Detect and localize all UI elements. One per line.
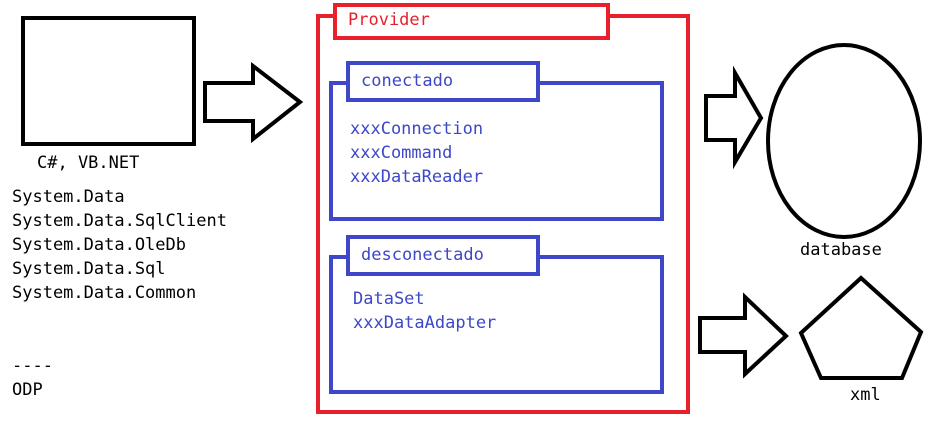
provider-title-tab (333, 3, 610, 40)
namespace-list: System.Data System.Data.SqlClient System… (12, 185, 227, 305)
disconnected-title: desconectado (361, 245, 484, 265)
provider-title: Provider (348, 10, 430, 30)
client-app-box (21, 16, 196, 146)
connected-item: xxxConnection (350, 119, 484, 139)
connected-item-list: xxxConnection xxxCommand xxxDataReader (350, 117, 483, 189)
disconnected-item-list: DataSet xxxDataAdapter (353, 287, 496, 335)
arrow-to-xml (698, 292, 789, 379)
connected-section-box (329, 81, 664, 221)
disconnected-title-tab (346, 235, 540, 276)
namespace-item: System.Data (12, 187, 125, 207)
disconnected-section-box (329, 255, 664, 394)
connected-item: xxxCommand (350, 143, 453, 163)
xml-pentagon (798, 275, 924, 380)
namespace-item: System.Data.SqlClient (12, 211, 227, 231)
namespace-item: System.Data.Sql (12, 259, 166, 279)
disconnected-item: DataSet (353, 289, 425, 309)
client-caption: C#, VB.NET (37, 153, 140, 173)
database-label: database (800, 240, 882, 260)
arrow-client-to-provider (203, 61, 304, 144)
connected-item: xxxDataReader (350, 167, 484, 187)
connected-title: conectado (361, 71, 454, 91)
odp-label: ODP (12, 380, 43, 400)
disconnected-item: xxxDataAdapter (353, 313, 497, 333)
arrow-to-database (704, 65, 764, 170)
namespace-item: System.Data.OleDb (12, 235, 186, 255)
database-ellipse (766, 43, 922, 239)
xml-label: xml (850, 385, 881, 405)
namespace-item: System.Data.Common (12, 283, 197, 303)
connected-title-tab (346, 61, 540, 102)
separator-dashes: ---- (12, 356, 53, 376)
